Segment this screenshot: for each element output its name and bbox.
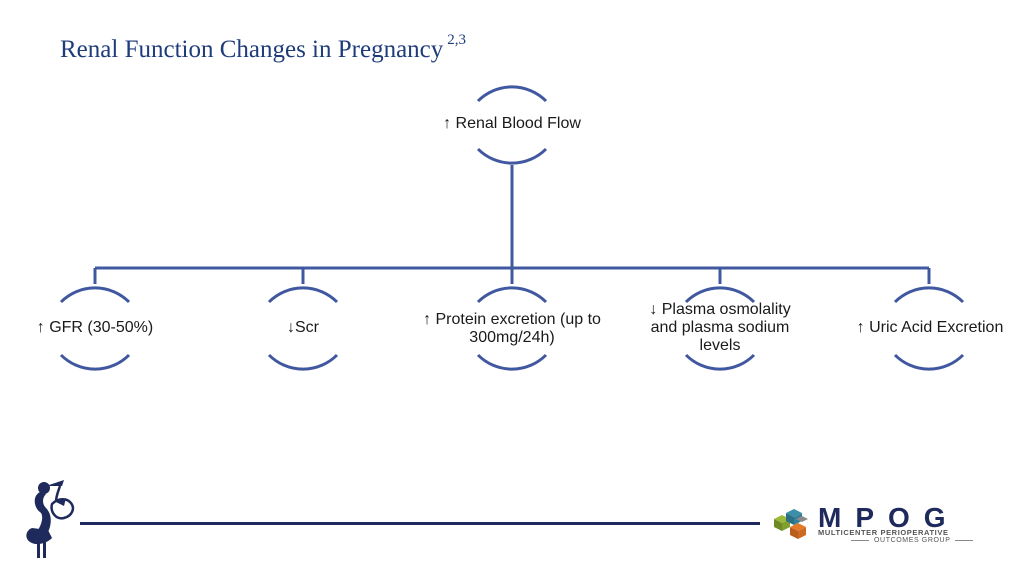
node-bottom-arc <box>684 353 756 371</box>
title-text: Renal Function Changes in Pregnancy <box>60 36 444 63</box>
footer-divider <box>80 522 760 525</box>
node-top-arc <box>893 286 965 304</box>
node-top-arc <box>59 286 131 304</box>
node-bottom-arc <box>476 353 548 371</box>
child-node-label-protein: ↑ Protein excretion (up to 300mg/24h) <box>423 311 601 346</box>
node-top-arc <box>267 286 339 304</box>
logo-wordmark: MPOG <box>818 502 960 533</box>
root-node-label: ↑ Renal Blood Flow <box>443 115 581 132</box>
child-node-label-scr: ↓Scr <box>287 319 319 336</box>
node-bottom-arc <box>59 353 131 371</box>
title-citation: 2,3 <box>447 32 467 48</box>
child-node-label-uric-acid: ↑ Uric Acid Excretion <box>856 319 1004 336</box>
child-node-label-plasma: ↓ Plasma osmolality and plasma sodium le… <box>649 301 791 354</box>
logo-subtitle-line2: OUTCOMES GROUP <box>846 537 978 544</box>
child-node-label-gfr: ↑ GFR (30-50%) <box>36 319 154 336</box>
node-top-arc <box>476 286 548 304</box>
mpog-logo: MPOG MULTICENTER PERIOPERATIVE OUTCOMES … <box>766 503 976 547</box>
connector-lines <box>93 165 931 284</box>
root-node-bottom-arc <box>476 147 548 165</box>
mpog-cube-icon <box>774 509 808 539</box>
node-bottom-arc <box>893 353 965 371</box>
logo-subtitle-line1: MULTICENTER PERIOPERATIVE <box>818 528 949 537</box>
node-arcs <box>59 85 965 371</box>
root-node-top-arc <box>476 85 548 103</box>
node-top-arc <box>684 286 756 304</box>
node-bottom-arc <box>267 353 339 371</box>
stork-icon <box>26 480 75 558</box>
